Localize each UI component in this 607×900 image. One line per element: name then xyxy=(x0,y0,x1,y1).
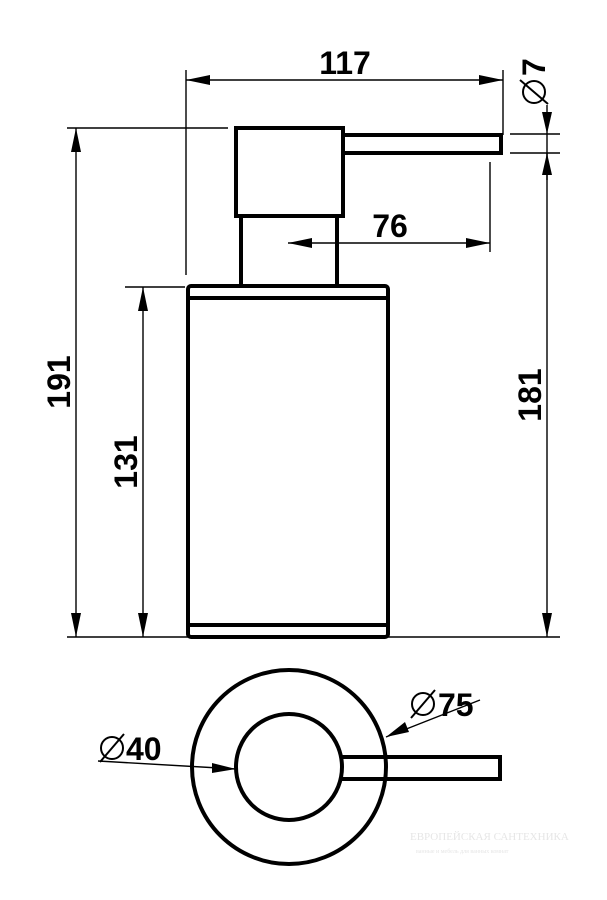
spout xyxy=(341,133,503,155)
outer-diameter-label: 75 xyxy=(438,687,474,723)
dimension-height-to-spout: 181 xyxy=(512,153,552,637)
watermark-subtitle: ванные и мебель для ванных комнат xyxy=(416,848,509,855)
total-height-label: 191 xyxy=(41,355,77,408)
total-reach-label: 117 xyxy=(319,45,371,81)
inner-diameter-label: 40 xyxy=(126,731,162,767)
side-view xyxy=(186,126,503,639)
dimension-total-reach: 117 xyxy=(186,45,503,85)
bottle-body xyxy=(186,284,390,639)
spout-plan xyxy=(341,755,502,781)
body-height-label: 131 xyxy=(108,435,144,488)
dimension-spout-length: 76 xyxy=(288,208,490,248)
spout-diameter-label: 7 xyxy=(516,58,552,76)
dimension-total-height: 191 xyxy=(41,128,81,637)
dimension-body-height: 131 xyxy=(108,287,148,637)
pump-neck xyxy=(239,214,339,288)
spout-length-label: 76 xyxy=(372,208,408,244)
dimension-outer-diameter: 75 xyxy=(385,687,481,738)
extension-lines xyxy=(67,70,560,638)
watermark-title: ЕВРОПЕЙСКАЯ САНТЕХНИКА xyxy=(410,831,569,843)
watermark: ЕВРОПЕЙСКАЯ САНТЕХНИКА ванные и мебель д… xyxy=(410,831,569,855)
dimension-inner-diameter: 40 xyxy=(97,731,237,773)
diameter-symbol-icon xyxy=(522,80,546,104)
pump-head xyxy=(234,126,345,218)
inner-circle xyxy=(234,712,344,822)
diameter-symbol-icon xyxy=(100,736,124,760)
height-to-spout-label: 181 xyxy=(512,368,548,421)
diameter-symbol-icon xyxy=(411,692,435,716)
